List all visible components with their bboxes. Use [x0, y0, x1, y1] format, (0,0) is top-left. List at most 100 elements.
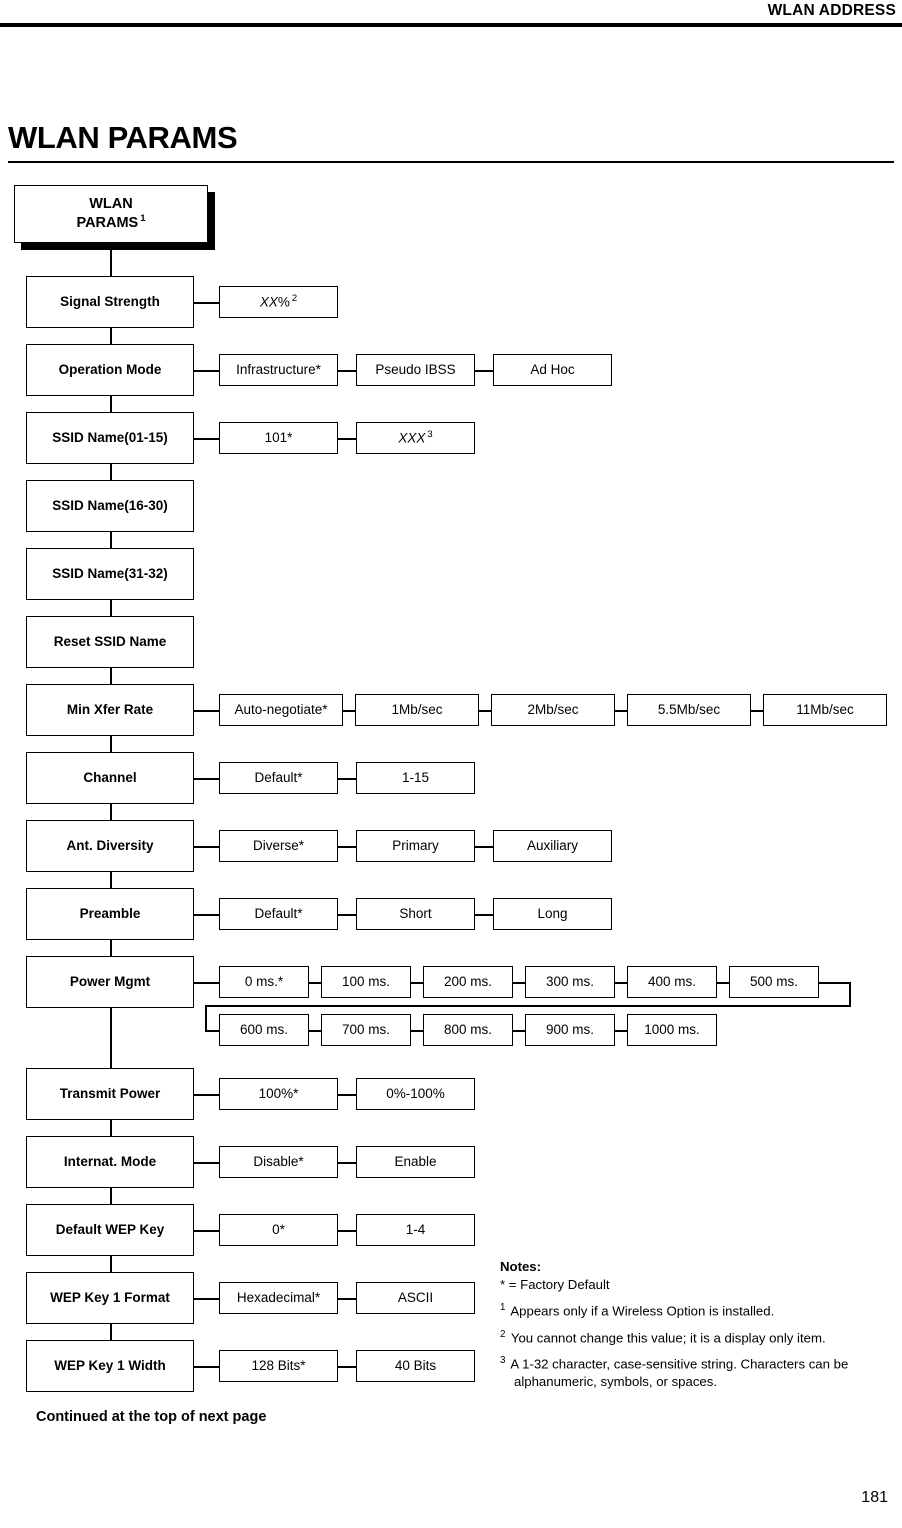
option-preamble-3[interactable]: Long [493, 898, 612, 930]
menu-item-min-xfer-rate[interactable]: Min Xfer Rate [26, 684, 194, 736]
trunk-connector [110, 532, 112, 548]
menu-item-internat-mode[interactable]: Internat. Mode [26, 1136, 194, 1188]
option-ant-diversity-3[interactable]: Auxiliary [493, 830, 612, 862]
menu-item-default-wep-key[interactable]: Default WEP Key [26, 1204, 194, 1256]
option-channel-1[interactable]: Default* [219, 762, 338, 794]
menu-item-label: Channel [83, 770, 137, 786]
option-label: 400 ms. [647, 974, 697, 990]
option-power-mgmt-9[interactable]: 800 ms. [423, 1014, 513, 1046]
trunk-connector [110, 1120, 112, 1136]
option-label: 600 ms. [239, 1022, 289, 1038]
page-number: 181 [861, 1489, 888, 1506]
option-wep-key-1-width-1[interactable]: 128 Bits* [219, 1350, 338, 1382]
menu-item-ssid-name-01-15-[interactable]: SSID Name(01-15) [26, 412, 194, 464]
option-label: Primary [392, 838, 439, 854]
menu-item-ant-diversity[interactable]: Ant. Diversity [26, 820, 194, 872]
option-wep-key-1-format-1[interactable]: Hexadecimal* [219, 1282, 338, 1314]
option-label: Default* [254, 906, 303, 922]
branch-connector [194, 1162, 219, 1164]
title-rule [8, 161, 894, 163]
option-min-xfer-rate-3[interactable]: 2Mb/sec [491, 694, 615, 726]
wrap-connector-out [819, 982, 849, 984]
option-power-mgmt-3[interactable]: 200 ms. [423, 966, 513, 998]
note-number: 1 [500, 1302, 506, 1314]
option-min-xfer-rate-1[interactable]: Auto-negotiate* [219, 694, 343, 726]
option-operation-mode-1[interactable]: Infrastructure* [219, 354, 338, 386]
option-transmit-power-2[interactable]: 0%-100% [356, 1078, 475, 1110]
option-label: Enable [394, 1154, 437, 1170]
option-label: 1000 ms. [644, 1022, 700, 1038]
option-label: Long [537, 906, 568, 922]
option-wep-key-1-format-2[interactable]: ASCII [356, 1282, 475, 1314]
option-connector [338, 1366, 356, 1368]
menu-item-power-mgmt[interactable]: Power Mgmt [26, 956, 194, 1008]
option-power-mgmt-4[interactable]: 300 ms. [525, 966, 615, 998]
option-power-mgmt-7[interactable]: 600 ms. [219, 1014, 309, 1046]
option-connector [513, 982, 525, 984]
option-preamble-2[interactable]: Short [356, 898, 475, 930]
menu-item-label: Reset SSID Name [53, 634, 167, 650]
option-min-xfer-rate-4[interactable]: 5.5Mb/sec [627, 694, 751, 726]
option-label: 700 ms. [341, 1022, 391, 1038]
menu-item-operation-mode[interactable]: Operation Mode [26, 344, 194, 396]
option-operation-mode-3[interactable]: Ad Hoc [493, 354, 612, 386]
option-internat-mode-2[interactable]: Enable [356, 1146, 475, 1178]
option-connector [309, 1030, 321, 1032]
option-power-mgmt-5[interactable]: 400 ms. [627, 966, 717, 998]
trunk-connector [110, 396, 112, 412]
note-number: 3 [500, 1355, 506, 1367]
option-ssid-name-01-15--1[interactable]: 101* [219, 422, 338, 454]
menu-item-ssid-name-16-30-[interactable]: SSID Name(16-30) [26, 480, 194, 532]
option-internat-mode-1[interactable]: Disable* [219, 1146, 338, 1178]
option-operation-mode-2[interactable]: Pseudo IBSS [356, 354, 475, 386]
option-power-mgmt-11[interactable]: 1000 ms. [627, 1014, 717, 1046]
option-label: Auto-negotiate* [234, 702, 328, 718]
option-default-wep-key-1[interactable]: 0* [219, 1214, 338, 1246]
option-power-mgmt-1[interactable]: 0 ms.* [219, 966, 309, 998]
option-power-mgmt-6[interactable]: 500 ms. [729, 966, 819, 998]
notes-block: Notes: * = Factory Default 1 Appears onl… [500, 1258, 896, 1390]
option-transmit-power-1[interactable]: 100%* [219, 1078, 338, 1110]
option-channel-2[interactable]: 1-15 [356, 762, 475, 794]
menu-item-reset-ssid-name[interactable]: Reset SSID Name [26, 616, 194, 668]
option-power-mgmt-8[interactable]: 700 ms. [321, 1014, 411, 1046]
trunk-connector [110, 600, 112, 616]
option-power-mgmt-2[interactable]: 100 ms. [321, 966, 411, 998]
option-default-wep-key-2[interactable]: 1-4 [356, 1214, 475, 1246]
option-label: 500 ms. [749, 974, 799, 990]
option-label: 2Mb/sec [527, 702, 579, 718]
option-ant-diversity-2[interactable]: Primary [356, 830, 475, 862]
option-signal-strength-1[interactable]: XX%2 [219, 286, 338, 318]
option-connector [615, 1030, 627, 1032]
option-connector [338, 1230, 356, 1232]
menu-item-signal-strength[interactable]: Signal Strength [26, 276, 194, 328]
option-label: Infrastructure* [236, 362, 321, 378]
option-label: 0%-100% [386, 1086, 445, 1102]
option-ant-diversity-1[interactable]: Diverse* [219, 830, 338, 862]
menu-item-wep-key-1-format[interactable]: WEP Key 1 Format [26, 1272, 194, 1324]
option-preamble-1[interactable]: Default* [219, 898, 338, 930]
menu-item-label: Power Mgmt [69, 974, 151, 990]
branch-connector [194, 982, 219, 984]
option-min-xfer-rate-5[interactable]: 11Mb/sec [763, 694, 887, 726]
branch-connector [194, 438, 219, 440]
menu-item-ssid-name-31-32-[interactable]: SSID Name(31-32) [26, 548, 194, 600]
menu-item-wep-key-1-width[interactable]: WEP Key 1 Width [26, 1340, 194, 1392]
option-connector [411, 982, 423, 984]
menu-item-preamble[interactable]: Preamble [26, 888, 194, 940]
branch-connector [194, 370, 219, 372]
option-power-mgmt-10[interactable]: 900 ms. [525, 1014, 615, 1046]
menu-item-channel[interactable]: Channel [26, 752, 194, 804]
option-min-xfer-rate-2[interactable]: 1Mb/sec [355, 694, 479, 726]
option-connector [479, 710, 491, 712]
trunk-connector [110, 1188, 112, 1204]
option-connector [411, 1030, 423, 1032]
header-rule [0, 23, 902, 27]
option-wep-key-1-width-2[interactable]: 40 Bits [356, 1350, 475, 1382]
option-label: Hexadecimal* [236, 1290, 321, 1306]
menu-item-transmit-power[interactable]: Transmit Power [26, 1068, 194, 1120]
option-label: Default* [254, 770, 303, 786]
